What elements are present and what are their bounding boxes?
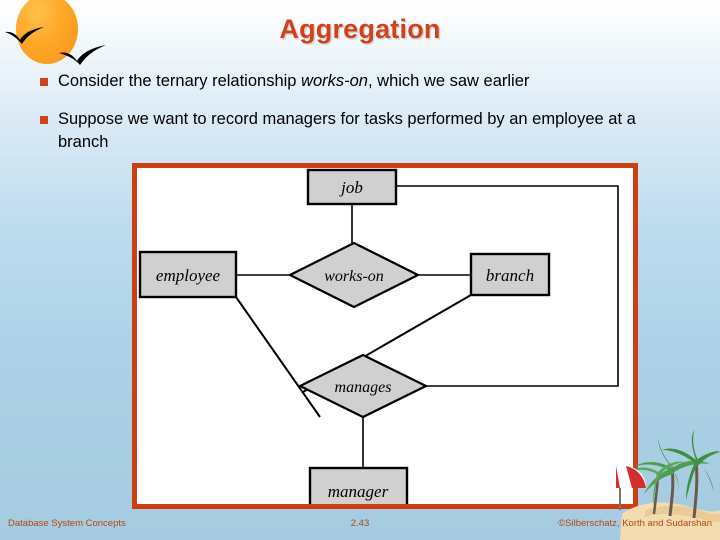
relationship-label-manages: manages [335, 379, 392, 396]
entity-branch[interactable]: branch [469, 252, 551, 297]
er-diagram-frame: job employee branch manager works-on [132, 163, 638, 509]
entity-employee[interactable]: employee [138, 250, 238, 299]
footer-book-title: Database System Concepts [8, 518, 126, 529]
bullet-list: Consider the ternary relationship works-… [40, 70, 680, 169]
entity-label-branch: branch [486, 266, 534, 285]
relationship-works-on[interactable]: works-on [287, 241, 421, 309]
footer-page-number: 2.43 [350, 518, 370, 529]
entity-job[interactable]: job [306, 168, 398, 206]
relationship-label-works-on: works-on [324, 268, 384, 285]
er-diagram: job employee branch manager works-on [138, 168, 619, 504]
bird-icon [58, 44, 110, 66]
list-item: Consider the ternary relationship works-… [40, 70, 680, 92]
bullet-square-icon [40, 78, 48, 86]
beach-umbrella-icon [602, 466, 646, 510]
bullet-square-icon [40, 116, 48, 125]
entity-manager[interactable]: manager [308, 466, 409, 504]
bird-icon [4, 26, 50, 46]
page-title: Aggregation [279, 14, 441, 44]
er-node-group: job employee branch manager works-on [138, 168, 551, 504]
footer-copyright: ©Silberschatz, Korth and Sudarshan [558, 518, 712, 529]
edge-job-manages [396, 185, 619, 387]
bullet-text: Consider the ternary relationship works-… [58, 72, 530, 90]
edge-employee-manages [235, 296, 321, 418]
relationship-manages[interactable]: manages [297, 353, 429, 419]
palm-tree-icon [602, 410, 720, 540]
entity-label-employee: employee [156, 266, 221, 285]
entity-label-manager: manager [328, 482, 389, 501]
emphasis-works-on: works-on [301, 72, 368, 90]
bullet-text: Suppose we want to record managers for t… [58, 110, 636, 151]
footer: Database System Concepts 2.43 ©Silbersch… [0, 518, 720, 536]
list-item: Suppose we want to record managers for t… [40, 108, 680, 153]
er-edge-group [235, 185, 619, 468]
entity-label-job: job [339, 178, 363, 197]
